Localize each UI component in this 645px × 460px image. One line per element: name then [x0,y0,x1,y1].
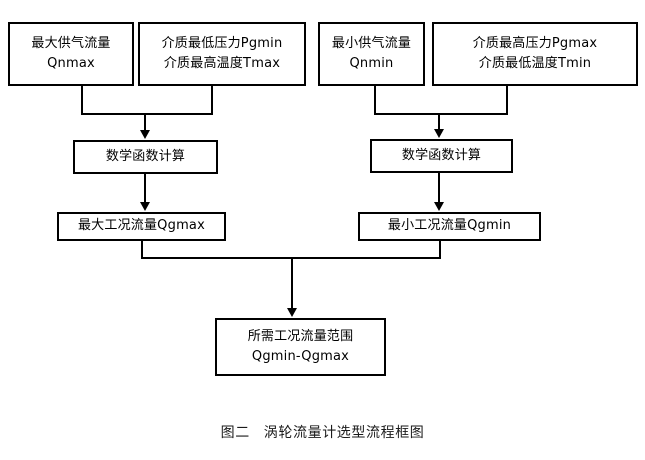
node-required-flow-range[interactable]: 所需工况流量范围 Qgmin-Qgmax [215,318,386,376]
node-calc-left-label: 数学函数计算 [105,148,186,164]
node-calc-right-label: 数学函数计算 [401,147,482,163]
connector-pgmin-down [211,86,213,115]
node-range-line1: 所需工况流量范围 [247,328,354,344]
node-qgmax-label: 最大工况流量Qgmax [77,218,205,234]
connector-left-merge-stem [144,113,146,131]
node-max-supply-flow[interactable]: 最大供气流量 Qnmax [8,22,134,86]
connector-right-merge-stem [438,113,440,130]
connector-qnmin-down [374,86,376,115]
node-math-function-right[interactable]: 数学函数计算 [370,139,513,173]
connector-pgmax-down [506,86,508,115]
figure-caption: 图二涡轮流量计选型流程框图 [0,422,645,442]
connector-qgmin-down [439,241,441,259]
figure-caption-text: 涡轮流量计选型流程框图 [263,425,425,441]
node-qgmin-label: 最小工况流量Qgmin [387,218,512,234]
figure-caption-label: 图二 [220,425,250,441]
node-math-function-left[interactable]: 数学函数计算 [73,140,218,174]
connector-calcleft-to-qgmax [144,174,146,203]
connector-bottom-merge-stem [291,257,293,310]
node-qnmin-line2: Qnmin [349,56,394,71]
node-range-line2: Qgmin-Qgmax [251,349,350,364]
node-min-pressure-max-temp[interactable]: 介质最低压力Pgmin 介质最高温度Tmax [138,22,306,86]
node-max-working-flow[interactable]: 最大工况流量Qgmax [57,212,226,241]
node-min-working-flow[interactable]: 最小工况流量Qgmin [358,212,541,241]
node-qnmax-line2: Qnmax [47,56,95,71]
node-min-supply-flow[interactable]: 最小供气流量 Qnmin [318,22,425,86]
arrowhead-to-qgmin [434,202,444,211]
connector-qgmax-down [141,241,143,259]
node-pgmin-line2: 介质最高温度Tmax [163,56,281,71]
node-qnmax-line1: 最大供气流量 [31,35,111,51]
node-pgmax-line2: 介质最低温度Tmin [478,56,592,71]
node-qnmin-line1: 最小供气流量 [331,35,412,51]
connector-right-merge-bar [374,113,508,115]
node-max-pressure-min-temp[interactable]: 介质最高压力Pgmax 介质最低温度Tmin [432,22,638,86]
arrowhead-to-qgmax [140,202,150,211]
arrowhead-to-range [287,308,297,317]
connector-calcright-to-qgmin [438,173,440,203]
node-pgmin-line1: 介质最低压力Pgmin [161,35,283,51]
connector-left-merge-bar [81,113,213,115]
node-pgmax-line1: 介质最高压力Pgmax [472,35,598,51]
arrowhead-to-calc-left [140,130,150,139]
connector-qnmax-down [81,86,83,115]
arrowhead-to-calc-right [434,129,444,138]
